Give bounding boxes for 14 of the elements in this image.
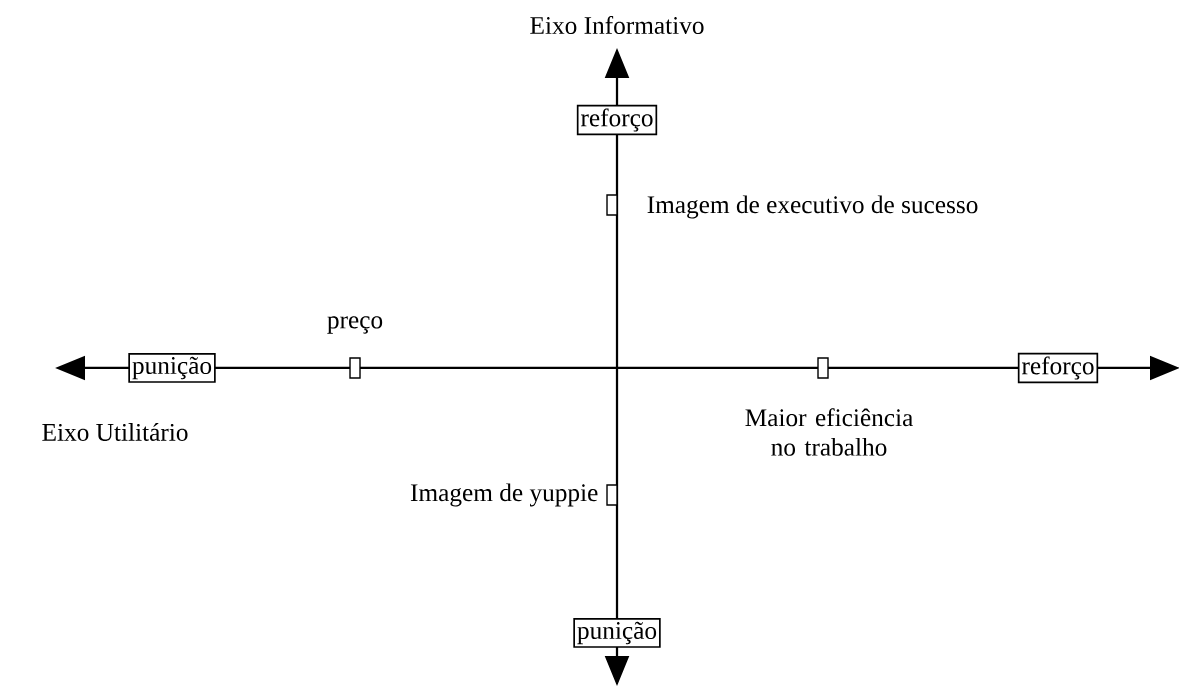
axis-title: Eixo Informativo [530, 15, 704, 34]
point-marker [349, 357, 361, 379]
point-marker [606, 484, 618, 506]
point-label: Maior eficiência no trabalho [745, 408, 913, 456]
axis-title: Eixo Utilitário [42, 423, 188, 441]
label-box: punição [128, 353, 216, 383]
point-marker [606, 194, 618, 216]
point-label: Imagem de yuppie [410, 483, 598, 507]
point-label: Imagem de executivo de sucesso [647, 195, 978, 219]
label-box: reforço [1017, 352, 1099, 384]
point-marker [817, 357, 829, 379]
point-label: preço [327, 316, 383, 334]
label-box: reforço [576, 104, 658, 136]
label-box: punição [573, 618, 661, 648]
